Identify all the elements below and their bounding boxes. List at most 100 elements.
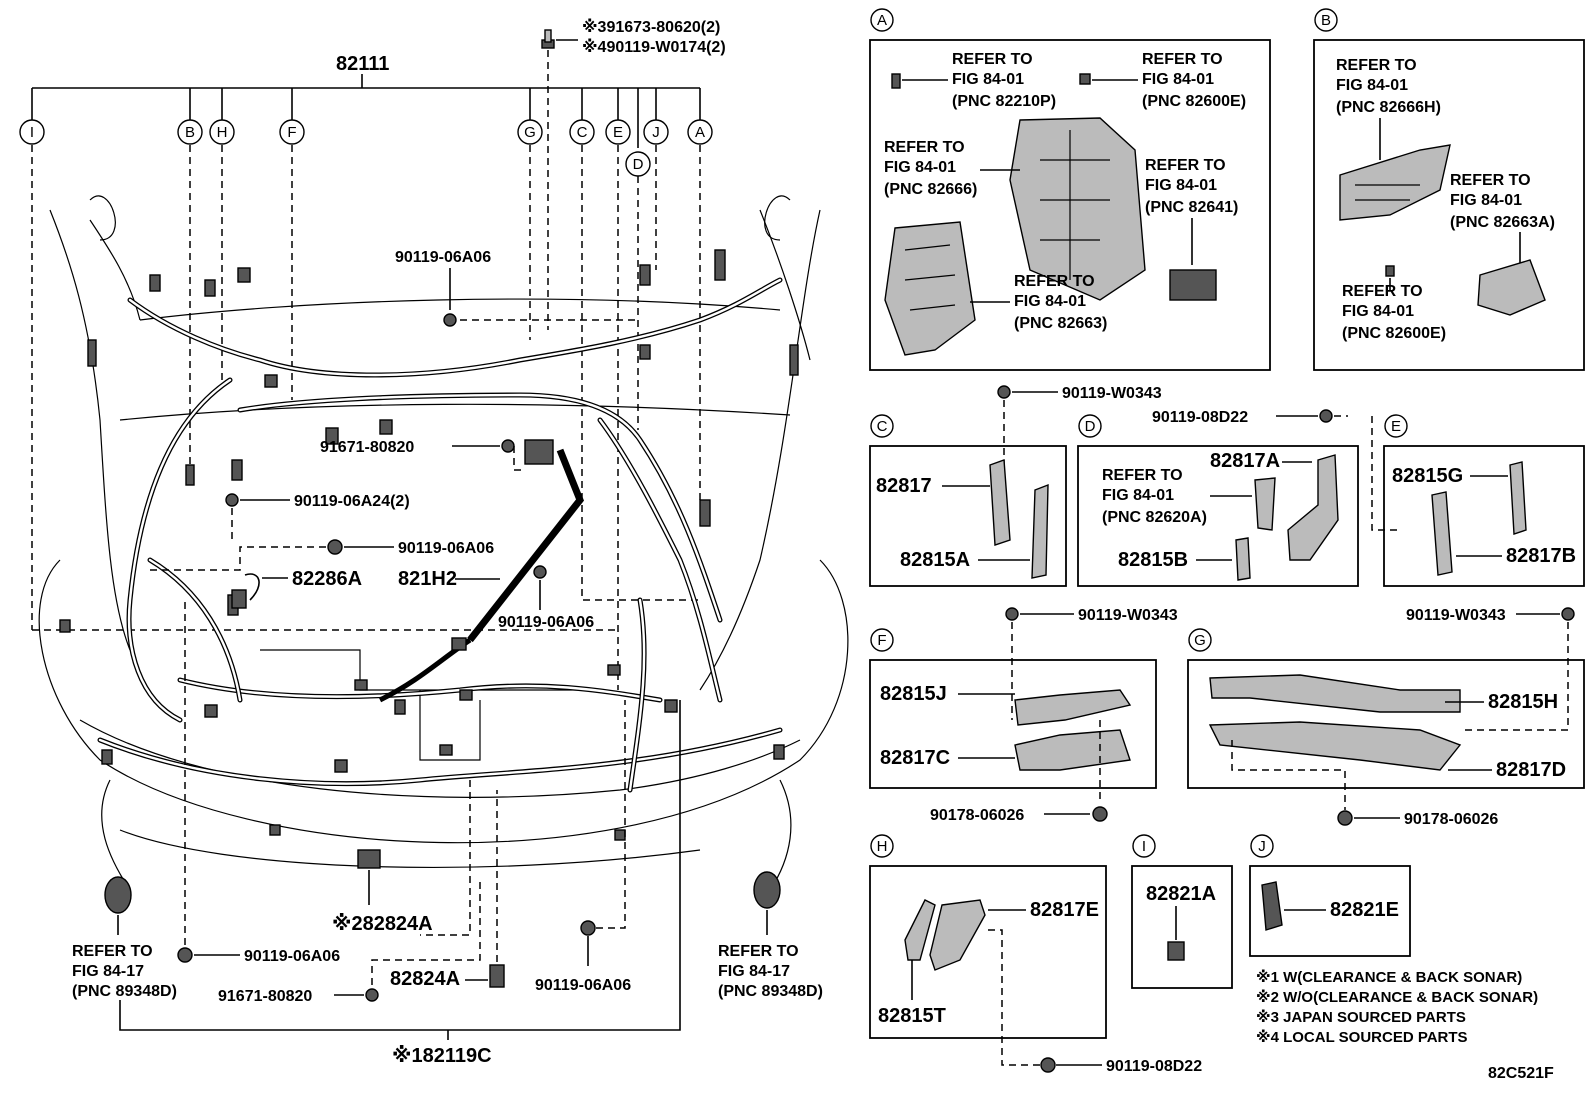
svg-text:82817D: 82817D [1496, 759, 1566, 781]
bolt-d-label: 90119-06A06 [498, 614, 594, 631]
callout-D: D [625, 151, 651, 177]
svg-text:C: C [577, 124, 588, 141]
refer-right-line3: (PNC 89348D) [718, 983, 823, 1000]
panel-d: D 90119-08D22 82817A REFER TO FIG 84-01 … [1077, 409, 1400, 587]
panel-i: I 82821A [1131, 834, 1233, 989]
refer-right-line1: REFER TO [718, 943, 799, 960]
svg-text:82815B: 82815B [1118, 549, 1188, 571]
bolt-f-label: 90119-06A06 [535, 977, 631, 994]
svg-text:C: C [877, 418, 888, 435]
svg-text:90178-06026: 90178-06026 [1404, 811, 1498, 828]
svg-text:J: J [1258, 838, 1266, 855]
sensor-icon [357, 849, 381, 869]
bolt-b-icon [225, 493, 239, 507]
svg-text:90119-W0343: 90119-W0343 [1406, 607, 1506, 624]
svg-text:REFER TO: REFER TO [1142, 51, 1223, 68]
top-bolt-label-1: ※391673-80620(2) [582, 18, 720, 36]
relay-block-icon [1009, 117, 1146, 301]
svg-text:FIG 84-01: FIG 84-01 [1342, 303, 1414, 320]
svg-text:A: A [877, 12, 887, 29]
bolt-e-label: 90119-06A06 [244, 948, 340, 965]
svg-text:FIG 84-01: FIG 84-01 [1014, 293, 1086, 310]
svg-text:FIG 84-01: FIG 84-01 [1102, 487, 1174, 504]
top-bolt-icon [541, 29, 555, 49]
callout-G: G [517, 119, 543, 145]
svg-text:REFER TO: REFER TO [884, 139, 965, 156]
svg-text:(PNC 82666H): (PNC 82666H) [1336, 99, 1441, 116]
svg-text:E: E [1391, 418, 1401, 435]
note-1: ※1 W(CLEARANCE & BACK SONAR) [1256, 968, 1522, 986]
bolt-b-label: 90119-06A24(2) [294, 493, 410, 510]
note-3: ※3 JAPAN SOURCED PARTS [1256, 1008, 1466, 1026]
callout-F: F [279, 119, 305, 145]
svg-text:J: J [652, 124, 660, 141]
figure-code: 82C521F [1488, 1065, 1554, 1082]
svg-text:FIG 84-01: FIG 84-01 [1145, 177, 1217, 194]
panel-f: F 90119-W0343 82815J 82817C 90178-06026 [869, 607, 1178, 824]
svg-text:G: G [524, 124, 536, 141]
refer-left-line1: REFER TO [72, 943, 153, 960]
svg-text:FIG 84-01: FIG 84-01 [884, 159, 956, 176]
svg-text:FIG 84-01: FIG 84-01 [952, 71, 1024, 88]
svg-text:I: I [1142, 838, 1146, 855]
grommet-right [753, 871, 781, 909]
part-82286a-icon [231, 589, 247, 609]
part-82286a-label: 82286A [292, 568, 362, 590]
svg-text:FIG 84-01: FIG 84-01 [1336, 77, 1408, 94]
panel-b: B REFER TO FIG 84-01 (PNC 82666H) REFER … [1313, 8, 1585, 371]
callout-E: E [605, 119, 631, 145]
bolt-a-label: 90119-06A06 [395, 249, 491, 266]
svg-text:(PNC 82600E): (PNC 82600E) [1342, 325, 1446, 342]
svg-text:90119-W0343: 90119-W0343 [1078, 607, 1178, 624]
svg-text:REFER TO: REFER TO [1342, 283, 1423, 300]
svg-text:82815H: 82815H [1488, 691, 1558, 713]
svg-text:(PNC 82600E): (PNC 82600E) [1142, 93, 1246, 110]
svg-text:REFER TO: REFER TO [1102, 467, 1183, 484]
clip-b-label: 91671-80820 [218, 988, 312, 1005]
svg-text:(PNC 82663): (PNC 82663) [1014, 315, 1107, 332]
svg-text:90178-06026: 90178-06026 [930, 807, 1024, 824]
svg-text:H: H [877, 838, 888, 855]
svg-text:82821A: 82821A [1146, 883, 1216, 905]
svg-text:82815G: 82815G [1392, 465, 1463, 487]
svg-text:82817A: 82817A [1210, 450, 1280, 472]
sensor-label: ※282824A [332, 913, 433, 935]
svg-text:H: H [217, 124, 228, 141]
panel-e: E 82815G 82817B [1383, 414, 1585, 587]
svg-text:REFER TO: REFER TO [1450, 172, 1531, 189]
holder-icon [1339, 144, 1451, 221]
refer-left-line2: FIG 84-17 [72, 963, 144, 980]
callout-A: A [687, 119, 713, 145]
panel-a: A REFER TO FIG 84-01 (PNC 82210P) REFER … [869, 8, 1271, 371]
svg-text:(PNC 82641): (PNC 82641) [1145, 199, 1238, 216]
bolt-a-icon [443, 313, 457, 327]
main-diagram: 82111 I B H F G C E [19, 18, 849, 1067]
panel-h: H 82817E 82815T 90119-08D22 [869, 834, 1202, 1075]
note-4: ※4 LOCAL SOURCED PARTS [1256, 1028, 1468, 1046]
svg-text:90119-W0343: 90119-W0343 [1062, 385, 1162, 402]
svg-text:I: I [30, 124, 34, 141]
part-821h2-label: 821H2 [398, 568, 457, 590]
callout-B: B [177, 119, 203, 145]
svg-text:90119-08D22: 90119-08D22 [1152, 409, 1248, 426]
svg-text:F: F [287, 124, 296, 141]
svg-text:82817C: 82817C [880, 747, 950, 769]
panel-g: G 90119-W0343 82815H 82817D 90178-06026 [1187, 607, 1585, 828]
svg-text:82815A: 82815A [900, 549, 970, 571]
svg-text:REFER TO: REFER TO [1145, 157, 1226, 174]
callout-H: H [209, 119, 235, 145]
bolt-c-label: 90119-06A06 [398, 540, 494, 557]
svg-text:90119-08D22: 90119-08D22 [1106, 1058, 1202, 1075]
svg-text:FIG 84-01: FIG 84-01 [1450, 192, 1522, 209]
svg-text:G: G [1194, 632, 1206, 649]
note-2: ※2 W/O(CLEARANCE & BACK SONAR) [1256, 988, 1538, 1006]
svg-text:82821E: 82821E [1330, 899, 1399, 921]
svg-text:(PNC 82620A): (PNC 82620A) [1102, 509, 1207, 526]
tray-icon [884, 221, 976, 356]
svg-text:(PNC 82210P): (PNC 82210P) [952, 93, 1056, 110]
refer-right-line2: FIG 84-17 [718, 963, 790, 980]
svg-text:E: E [613, 124, 623, 141]
svg-text:82817B: 82817B [1506, 545, 1576, 567]
svg-text:B: B [185, 124, 195, 141]
